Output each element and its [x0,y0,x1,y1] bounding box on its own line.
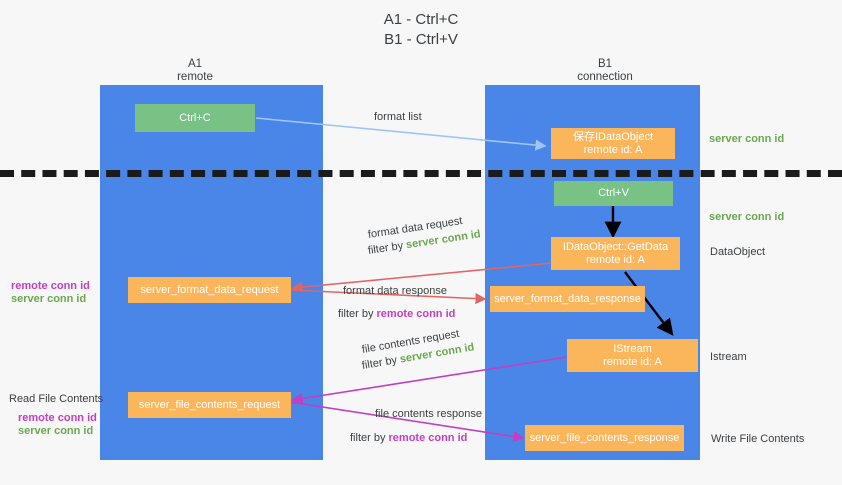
box-save-idataobject[interactable]: 保存IDataObject remote id: A [551,128,675,159]
box-ctrl-v[interactable]: Ctrl+V [554,181,673,206]
arrow-label-format-data-response-line1: format data response [343,285,447,297]
left-label-server-conn-id-1: server conn id [11,293,87,305]
left-label-read-file-contents: Read File Contents [9,393,104,405]
box-save-idataobject-line1: 保存IDataObject [572,130,654,143]
title-line-1: A1 - Ctrl+C [383,11,459,28]
filter-prefix: filter by [361,353,401,372]
filter-prefix: filter by [338,308,377,320]
filter-key-remote-conn-id: remote conn id [388,432,468,444]
box-istream-line1: IStream [613,342,652,355]
lane-header-a1: A1 remote [125,58,265,84]
arrow-label-file-contents-request: file contents request filter by server c… [361,328,476,373]
box-istream-line2: remote id: A [603,355,662,368]
box-server-format-data-request[interactable]: server_format_data_request [128,277,291,303]
lane-header-b1-subtitle: connection [577,71,633,83]
filter-key-remote-conn-id: remote conn id [376,308,456,320]
arrow-label-format-data-request: format data request filter by server con… [367,215,482,258]
box-server-format-data-request-label: server_format_data_request [140,283,279,296]
lane-header-a1-name: A1 [187,58,203,70]
box-server-file-contents-request-label: server_file_contents_request [138,398,281,411]
left-label-remote-conn-id-2: remote conn id [18,412,97,424]
left-label-server-conn-id-2: server conn id [18,425,94,437]
box-server-format-data-response[interactable]: server_format_data_response [490,286,645,312]
box-server-file-contents-response-label: server_file_contents_response [529,431,680,444]
box-getdata[interactable]: IDataObject::GetData remote id: A [551,237,680,270]
left-label-remote-conn-id-1: remote conn id [11,280,90,292]
box-server-format-data-response-label: server_format_data_response [494,292,641,305]
arrow-label-file-contents-response-line1: file contents response [375,408,483,420]
page-title: A1 - Ctrl+C B1 - Ctrl+V [0,10,842,50]
right-label-dataobject: DataObject [710,246,766,258]
box-ctrl-c-label: Ctrl+C [179,111,211,124]
box-server-file-contents-response[interactable]: server_file_contents_response [525,425,684,451]
box-getdata-line1: IDataObject::GetData [562,240,669,253]
box-getdata-line2: remote id: A [586,253,645,266]
box-save-idataobject-line2: remote id: A [583,143,643,156]
filter-prefix: filter by [367,239,407,257]
title-line-2: B1 - Ctrl+V [384,31,458,48]
filter-prefix: filter by [350,432,389,444]
right-label-write-file-contents: Write File Contents [711,433,805,445]
arrow-label-format-data-response-line2: filter by remote conn id [338,307,455,321]
arrow-label-format-data-response: format data response filter by remote co… [338,284,455,321]
right-label-server-conn-id-mid: server conn id [709,211,785,223]
arrow-label-file-contents-response: file contents response filter by remote … [350,407,483,445]
lane-header-a1-subtitle: remote [177,71,213,83]
right-label-istream: Istream [710,351,747,363]
arrow-label-file-contents-response-line2: filter by remote conn id [350,431,482,445]
box-ctrl-v-label: Ctrl+V [598,187,629,199]
phase-divider [0,170,842,177]
lane-header-b1-name: B1 [597,58,613,70]
arrow-label-format-list: format list [374,111,422,123]
box-istream[interactable]: IStream remote id: A [567,339,698,372]
box-ctrl-c[interactable]: Ctrl+C [135,104,255,132]
lane-header-b1: B1 connection [525,58,685,84]
box-server-file-contents-request[interactable]: server_file_contents_request [128,392,291,418]
right-label-server-conn-id-top: server conn id [709,133,785,145]
